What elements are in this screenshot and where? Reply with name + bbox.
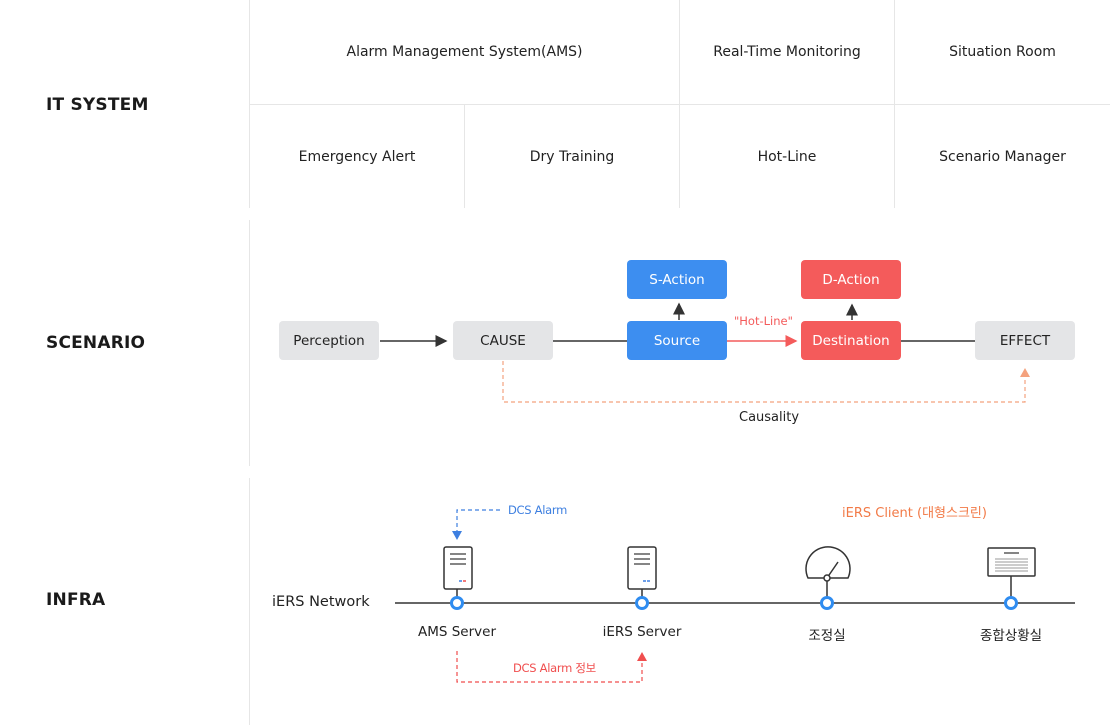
cause-box: CAUSE [453, 321, 553, 360]
node-label-situation-room: 종합상황실 [979, 628, 1043, 644]
network-label: iERS Network [272, 594, 370, 610]
effect-box: EFFECT [975, 321, 1075, 360]
node-label-iers-server: iERS Server [602, 624, 682, 640]
section-label-it-system: IT SYSTEM [46, 95, 149, 115]
grid-col-divider [679, 0, 680, 208]
node-label-control-room: 조정실 [808, 628, 846, 644]
server-icon [627, 546, 657, 590]
causality-label: Causality [739, 410, 800, 425]
scenario-left-border [249, 220, 250, 466]
source-box: Source [627, 321, 727, 360]
dcs-alarm-info-label: DCS Alarm 정보 [513, 661, 596, 675]
it-cell-situation-room: Situation Room [949, 44, 1056, 60]
destination-box: Destination [801, 321, 901, 360]
grid-col-divider [894, 0, 895, 208]
it-cell-dry-training: Dry Training [529, 148, 615, 165]
network-node [820, 596, 834, 610]
server-icon [443, 546, 473, 590]
d-action-box: D-Action [801, 260, 901, 299]
it-cell-emergency-alert: Emergency Alert [298, 148, 416, 165]
causality-dashed-line [502, 361, 1026, 403]
it-cell-real-time-monitoring: Real-Time Monitoring [713, 44, 861, 60]
grid-col-divider [464, 104, 465, 208]
dcs-alarm-arrowhead [452, 531, 462, 540]
gauge-icon [805, 546, 851, 582]
s-action-box: S-Action [627, 260, 727, 299]
monitor-icon [987, 547, 1036, 577]
infra-left-border [249, 478, 250, 725]
network-node [450, 596, 464, 610]
perception-box: Perception [279, 321, 379, 360]
dcs-alarm-dashed-line [456, 509, 500, 531]
section-label-scenario: SCENARIO [46, 333, 146, 353]
node-label-ams-server: AMS Server [417, 624, 496, 640]
dcs-alarm-label: DCS Alarm [508, 503, 567, 517]
it-cell-ams: Alarm Management System(AMS) [346, 44, 583, 60]
it-cell-scenario-manager: Scenario Manager [939, 148, 1066, 165]
dcs-alarm-info-dashed-line [456, 651, 643, 683]
section-label-infra: INFRA [46, 590, 106, 610]
network-node [1004, 596, 1018, 610]
it-cell-hot-line: Hot-Line [757, 148, 817, 165]
dcs-alarm-info-arrowhead [637, 652, 647, 661]
causality-arrowhead [1020, 368, 1030, 377]
network-node [635, 596, 649, 610]
hotline-label: "Hot-Line" [734, 314, 793, 328]
iers-client-label: iERS Client (대형스크린) [842, 506, 987, 521]
